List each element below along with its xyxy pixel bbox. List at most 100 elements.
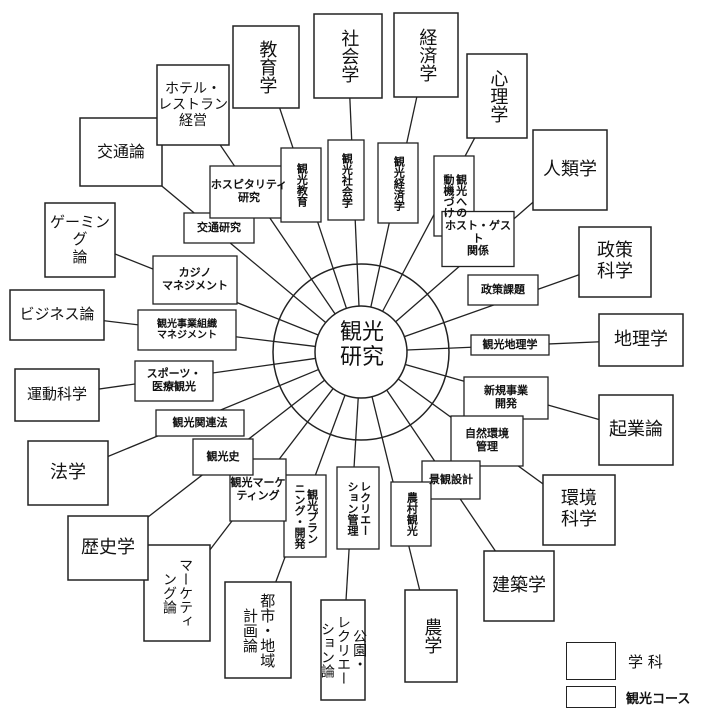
course-box-group xyxy=(390,481,432,547)
course-box xyxy=(441,210,515,268)
department-label: 政策 科学 xyxy=(597,240,633,282)
department-box xyxy=(313,13,383,99)
department-label: 歴史学 xyxy=(81,536,135,558)
course-label: カジノ マネジメント xyxy=(162,266,228,292)
course-box xyxy=(463,376,549,420)
department-label: マーケティ ング論 xyxy=(161,558,194,628)
course-box-group xyxy=(336,466,380,550)
department-label: 交通論 xyxy=(96,141,145,161)
department-box-group xyxy=(466,53,528,139)
course-label: 観光事業組織 マネジメント xyxy=(157,318,217,342)
course-box-group xyxy=(467,274,539,306)
department-label: 経済学 xyxy=(416,28,438,82)
course-box xyxy=(377,142,419,224)
course-box xyxy=(134,360,214,402)
department-label: ホテル・ レストラン 経営 xyxy=(158,80,228,130)
course-box xyxy=(421,460,481,500)
course-box-group xyxy=(441,210,515,268)
course-box-group xyxy=(463,376,549,420)
inner-ring xyxy=(272,263,450,441)
course-box-group xyxy=(470,334,550,356)
department-box xyxy=(224,581,292,679)
department-label: 人類学 xyxy=(543,158,597,180)
department-box-group xyxy=(532,129,608,211)
department-box xyxy=(79,117,163,187)
course-label: 観光教育 xyxy=(295,163,309,207)
department-box-group xyxy=(224,581,292,679)
course-box xyxy=(390,481,432,547)
department-label: 農学 xyxy=(421,618,443,654)
course-box-group xyxy=(155,409,245,437)
course-box xyxy=(327,139,365,221)
course-label: ホスト・ゲスト 関係 xyxy=(445,219,511,258)
course-box-group xyxy=(327,139,365,221)
department-box-group xyxy=(393,12,459,98)
department-label: ゲーミング 論 xyxy=(49,213,110,266)
course-label: 観光社会学 xyxy=(340,152,354,208)
course-box xyxy=(280,147,322,223)
department-label: 建築学 xyxy=(492,574,546,596)
department-box xyxy=(143,544,211,642)
legend-course-swatch xyxy=(566,686,616,708)
department-box xyxy=(483,550,555,622)
course-box-group xyxy=(280,147,322,223)
department-box-group xyxy=(9,289,105,341)
department-box-group xyxy=(67,515,149,581)
course-box-group xyxy=(137,309,237,351)
course-label: 観光地理学 xyxy=(482,337,538,351)
department-label: 心理学 xyxy=(487,69,509,123)
course-label: 自然環境 管理 xyxy=(465,427,509,453)
department-label: 起業論 xyxy=(609,418,663,440)
legend-department-swatch xyxy=(566,642,616,680)
course-label: スポーツ・ 医療観光 xyxy=(146,367,202,393)
department-box-group xyxy=(27,440,109,506)
course-label: 農村観光 xyxy=(405,492,419,536)
department-box xyxy=(598,394,674,466)
course-label: 新規事業 開発 xyxy=(484,384,528,410)
course-box-group xyxy=(209,165,289,219)
department-box-group xyxy=(598,313,684,367)
department-label: 運動科学 xyxy=(26,385,87,404)
course-label: 政策課題 xyxy=(481,282,525,296)
legend-department-label: 学 科 xyxy=(628,653,663,671)
department-box xyxy=(598,313,684,367)
course-label: 観光経済学 xyxy=(392,155,406,211)
department-label: 法学 xyxy=(50,461,86,483)
course-box-group xyxy=(450,415,524,467)
department-box-group xyxy=(143,544,211,642)
department-label: 社会学 xyxy=(338,29,360,83)
course-box-group xyxy=(192,438,254,476)
course-label: 観光史 xyxy=(206,449,240,463)
course-label: 観光プラン ニング・開発 xyxy=(293,483,319,549)
department-box xyxy=(466,53,528,139)
department-box xyxy=(404,589,458,683)
department-box-group xyxy=(542,474,616,546)
department-box-group xyxy=(232,25,300,109)
department-box-group xyxy=(156,64,230,146)
department-label: 公園・ レクリエー ション論 xyxy=(318,615,368,685)
center-circle xyxy=(314,305,408,399)
department-box xyxy=(578,226,652,298)
legend-course-label: 観光コース xyxy=(626,692,691,707)
course-box-group xyxy=(421,460,481,500)
department-box xyxy=(14,368,100,422)
department-box xyxy=(27,440,109,506)
course-box xyxy=(137,309,237,351)
department-label: 環境 科学 xyxy=(561,488,597,530)
department-box xyxy=(532,129,608,211)
department-box xyxy=(44,202,116,278)
department-box-group xyxy=(578,226,652,298)
course-box xyxy=(470,334,550,356)
course-label: レクリエー ション管理 xyxy=(346,480,372,536)
department-box-group xyxy=(44,202,116,278)
department-box-group xyxy=(79,117,163,187)
course-box-group xyxy=(152,255,238,305)
course-box xyxy=(336,466,380,550)
course-label: 景観設計 xyxy=(429,472,473,486)
department-label: 教育学 xyxy=(256,40,278,94)
course-box xyxy=(467,274,539,306)
center-label: 観光 研究 xyxy=(339,320,384,371)
department-box xyxy=(9,289,105,341)
course-label: 観光関連法 xyxy=(172,415,228,429)
